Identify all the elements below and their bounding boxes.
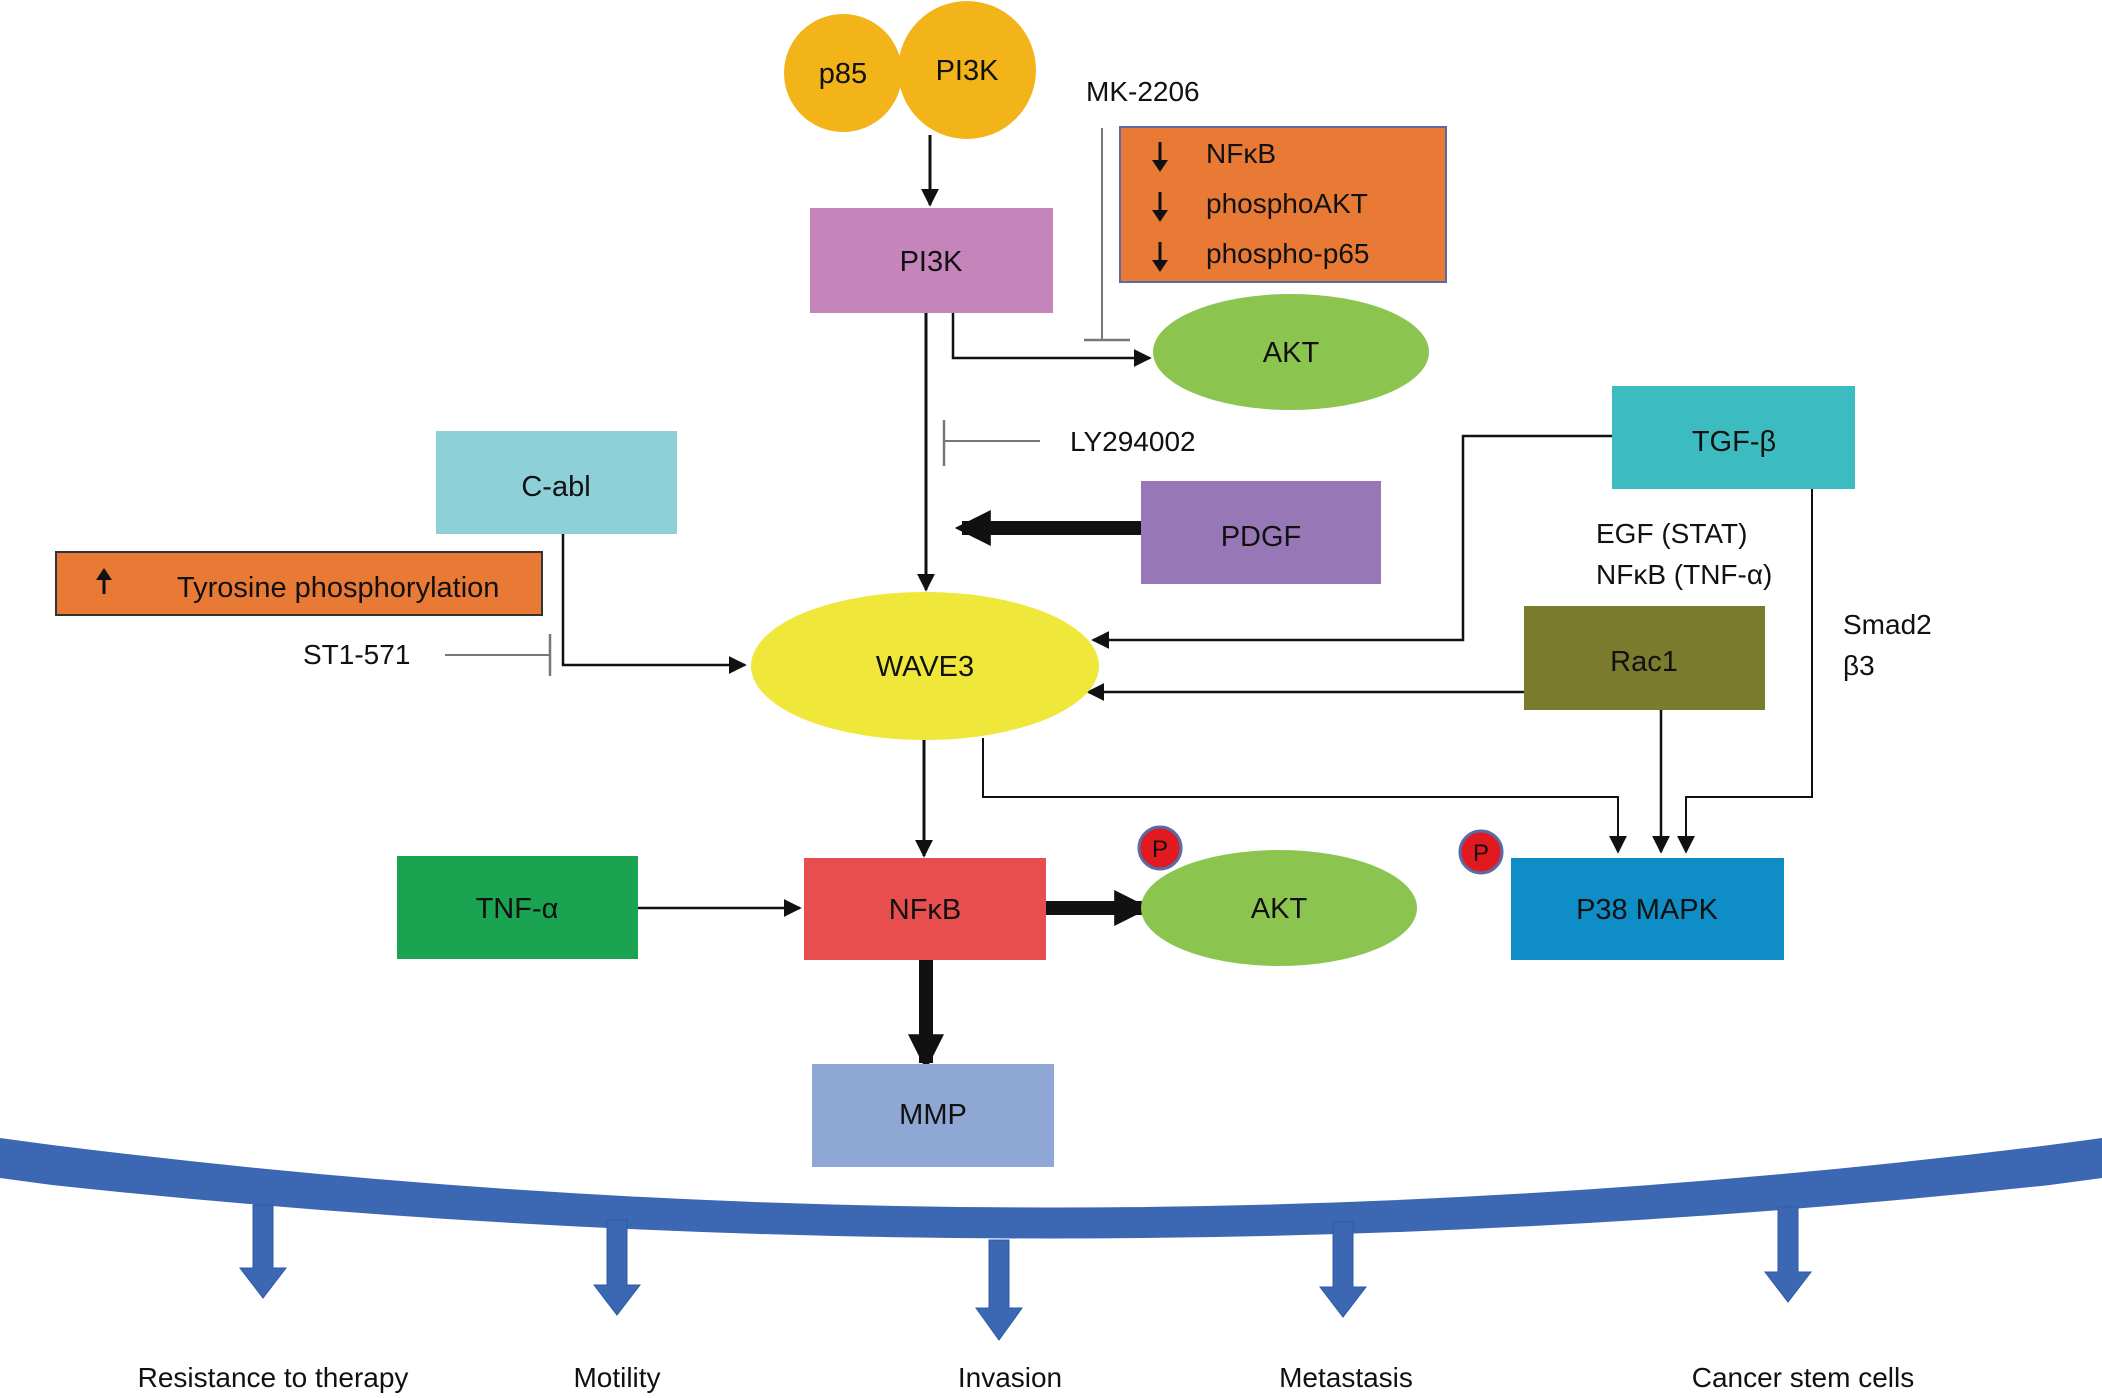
rac1-node: Rac1 xyxy=(1524,606,1765,710)
tyrosine-phosphorylation-panel: Tyrosine phosphorylation xyxy=(55,551,543,616)
outcome-motility: Motility xyxy=(573,1362,660,1393)
tgf-beta-node: TGF-β xyxy=(1612,386,1855,489)
mk2206-label: MK-2206 xyxy=(1086,76,1200,107)
pi3k-label: PI3K xyxy=(900,246,964,278)
tgf-beta-label: TGF-β xyxy=(1692,426,1776,458)
arrow-cabl-to-wave3 xyxy=(561,533,747,674)
outcome-arrow-icon xyxy=(975,1239,1023,1341)
outcome-resistance: Resistance to therapy xyxy=(138,1362,409,1393)
nfkb-tnf-label: NFκB (TNF-α) xyxy=(1596,559,1772,590)
tyrosine-phosphorylation-label: Tyrosine phosphorylation xyxy=(177,572,499,604)
p85-node: p85 xyxy=(784,14,902,132)
phospho-badge-akt-label: P xyxy=(1152,836,1168,863)
outcome-cancer-stem-cells: Cancer stem cells xyxy=(1692,1362,1915,1393)
mk2206-effects-panel: NFκB phosphoAKT phospho-p65 xyxy=(1119,126,1447,283)
down-arrow-icon xyxy=(1152,142,1168,172)
c-abl-label: C-abl xyxy=(521,471,590,503)
akt-top-label: AKT xyxy=(1263,337,1320,369)
egf-stat-label: EGF (STAT) xyxy=(1596,518,1747,549)
outcome-labels: Resistance to therapy Motility Invasion … xyxy=(138,1362,1915,1393)
effect-phosphoakt: phosphoAKT xyxy=(1206,188,1368,219)
pi3k-complex-node: PI3K xyxy=(898,1,1036,139)
outcome-metastasis: Metastasis xyxy=(1279,1362,1413,1393)
phospho-badge-p38-label: P xyxy=(1473,840,1489,867)
arrow-tgfb-to-wave3 xyxy=(1091,434,1612,649)
effect-phospho-p65: phospho-p65 xyxy=(1206,238,1369,269)
rac1-label: Rac1 xyxy=(1610,646,1678,678)
c-abl-node: C-abl xyxy=(436,431,677,534)
wave3-node: WAVE3 xyxy=(751,592,1099,740)
nfkb-label: NFκB xyxy=(889,894,962,926)
up-arrow-icon xyxy=(96,568,112,594)
effect-nfkb: NFκB xyxy=(1206,138,1276,169)
wave3-label: WAVE3 xyxy=(876,651,974,683)
st1571-label: ST1-571 xyxy=(303,639,410,670)
arrow-tgfb-to-p38 xyxy=(1677,489,1813,854)
outcome-arrow-icon xyxy=(1763,1206,1813,1303)
smad2-label: Smad2 xyxy=(1843,609,1932,640)
mmp-label: MMP xyxy=(899,1099,967,1131)
mmp-node: MMP xyxy=(812,1064,1054,1167)
outcome-bar xyxy=(0,1138,2102,1239)
akt-bottom-label: AKT xyxy=(1251,893,1308,925)
arrow-wave3-to-p38 xyxy=(982,738,1627,854)
pdgf-label: PDGF xyxy=(1221,521,1302,553)
ly294002-label: LY294002 xyxy=(1070,426,1196,457)
akt-bottom-node: AKT xyxy=(1141,850,1417,966)
outcome-arrow-icon xyxy=(592,1219,642,1316)
p38-mapk-label: P38 MAPK xyxy=(1576,894,1718,926)
phospho-badge-akt: P xyxy=(1137,825,1183,871)
p38-mapk-node: P38 MAPK xyxy=(1511,858,1784,960)
pi3k-node: PI3K xyxy=(810,208,1053,313)
akt-top-node: AKT xyxy=(1153,294,1429,410)
nfkb-node: NFκB xyxy=(804,858,1046,960)
phospho-badge-p38: P xyxy=(1458,829,1504,875)
tnf-alpha-label: TNF-α xyxy=(476,893,559,925)
outcome-arrow-icon xyxy=(238,1204,288,1299)
outcome-arrow-icon xyxy=(1318,1221,1368,1318)
pi3k-complex-label: PI3K xyxy=(936,55,1000,87)
arrow-pi3k-to-akt xyxy=(951,313,1152,367)
tnf-alpha-node: TNF-α xyxy=(397,856,638,959)
connectors xyxy=(445,128,1813,1071)
outcome-invasion: Invasion xyxy=(958,1362,1062,1393)
down-arrow-icon xyxy=(1152,242,1168,272)
down-arrow-icon xyxy=(1152,192,1168,222)
beta3-label: β3 xyxy=(1843,650,1875,681)
pdgf-node: PDGF xyxy=(1141,481,1381,584)
p85-label: p85 xyxy=(819,58,867,90)
outcome-arrows xyxy=(238,1204,1813,1341)
